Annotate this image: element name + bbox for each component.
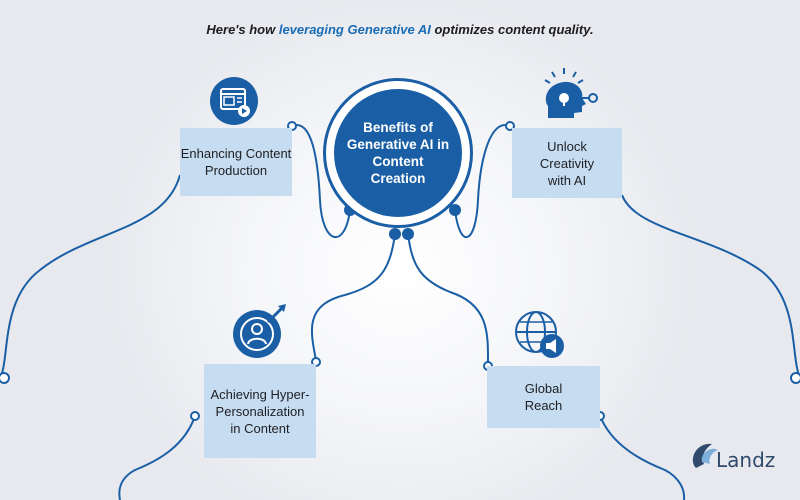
landz-logo <box>692 443 718 468</box>
connector-enhancing-center <box>291 124 351 239</box>
headline-highlight: leveraging Generative AI <box>278 22 431 37</box>
node-box-creativity: Unlock Creativity with AI <box>512 128 622 198</box>
headline-prefix: Here's how <box>206 22 279 37</box>
connector-left-edge <box>0 174 181 379</box>
node-label: Enhancing Content Production <box>180 146 292 178</box>
target-user-icon <box>233 304 286 358</box>
connector-unlock-center <box>454 124 511 239</box>
content-production-icon <box>210 77 258 125</box>
hub-dot <box>402 228 414 240</box>
connector-bottom-left <box>118 415 196 500</box>
logo-text: Landz <box>716 448 776 472</box>
node-label: Global Reach <box>524 381 563 413</box>
globe-megaphone-icon <box>515 311 564 358</box>
connector-center-personalization <box>311 233 396 361</box>
node-label: Unlock Creativity with AI <box>539 138 595 188</box>
hub-dot <box>389 228 401 240</box>
node-dot <box>190 411 200 421</box>
headline-suffix: optimizes content quality. <box>430 22 594 37</box>
connector-center-global <box>407 233 490 367</box>
connector-bottom-right <box>599 415 686 500</box>
center-label: Benefits of Generative AI in Content Cre… <box>346 120 450 186</box>
node-box-enhancing: Enhancing Content Production <box>180 128 292 196</box>
creative-mind-icon <box>544 68 598 118</box>
node-dot <box>0 372 10 384</box>
node-box-global-reach: Global Reach <box>487 366 600 428</box>
node-dot <box>790 372 800 384</box>
node-box-personalization: Achieving Hyper-Personalization in Conte… <box>204 364 316 458</box>
hub-dot <box>449 204 461 216</box>
node-label: Achieving Hyper-Personalization in Conte… <box>210 386 310 436</box>
connector-right-edge <box>621 194 800 379</box>
center-node: Benefits of Generative AI in Content Cre… <box>334 89 462 217</box>
headline: Here's how leveraging Generative AI opti… <box>0 22 800 37</box>
